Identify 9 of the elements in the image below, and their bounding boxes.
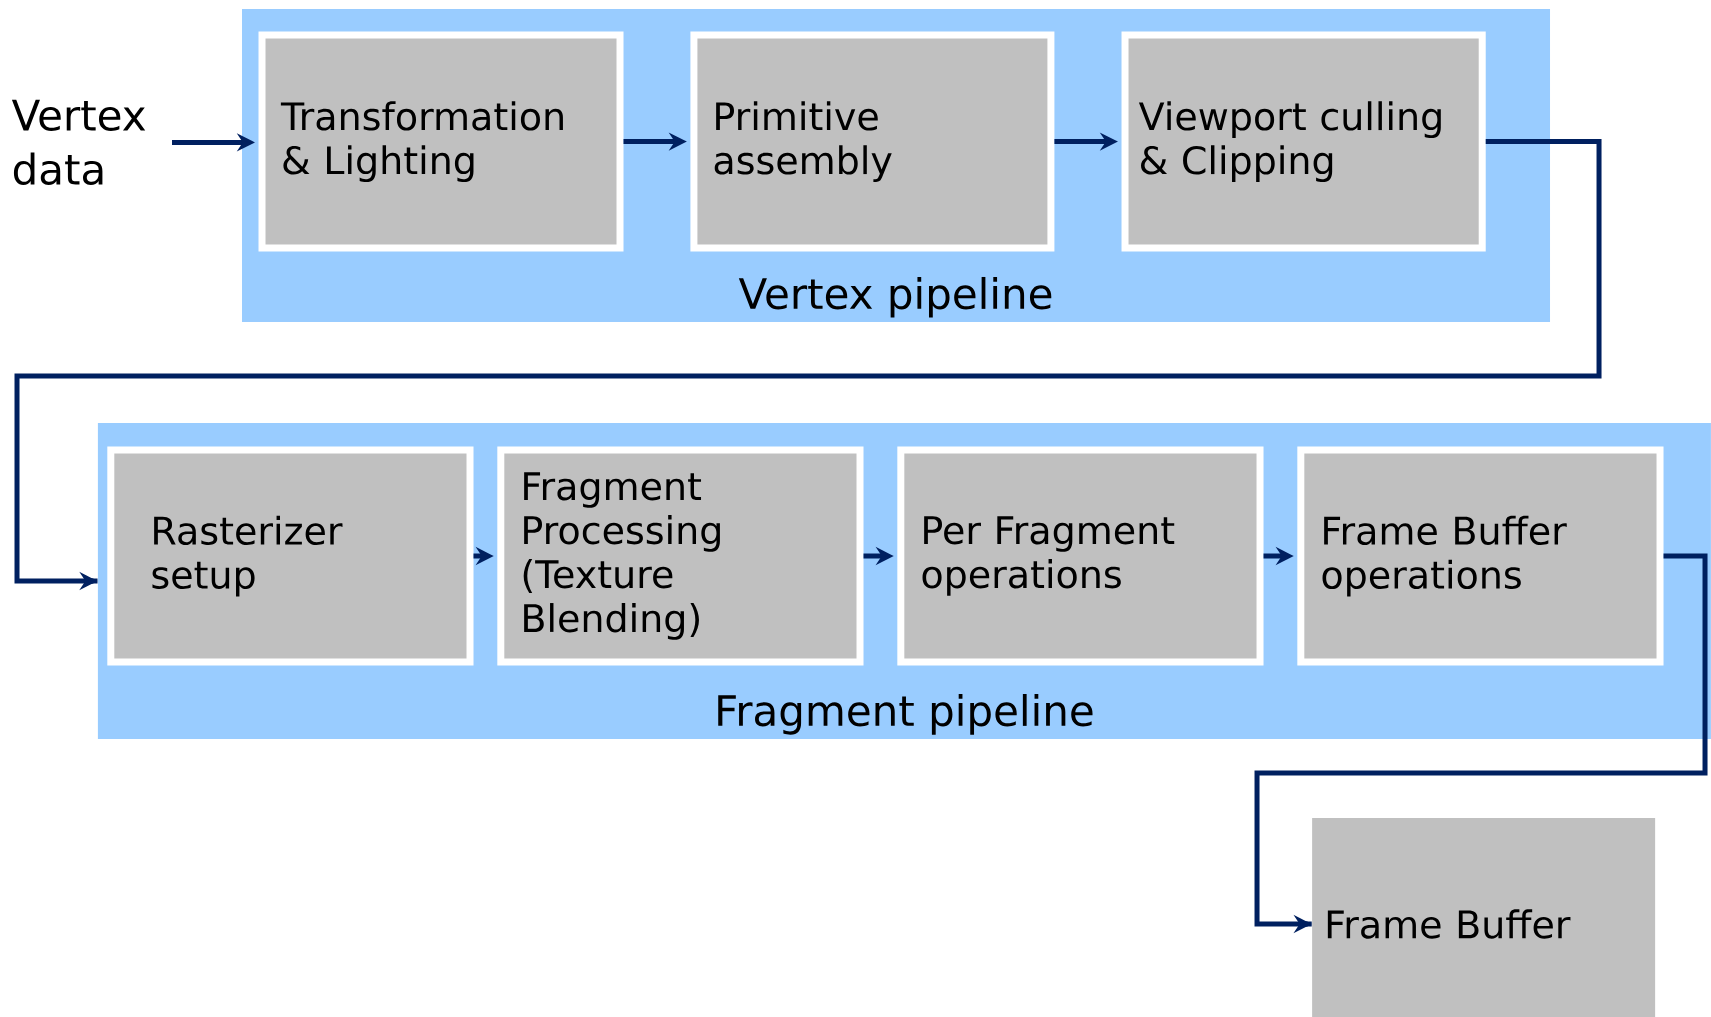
stage-box: Transformation & Lighting bbox=[258, 31, 624, 252]
stage-box: Viewport culling & Clipping bbox=[1121, 31, 1486, 252]
stage-box: Fragment Processing (Texture Blending) bbox=[497, 446, 864, 666]
output-box: Frame Buffer bbox=[1312, 818, 1656, 1017]
input-label: Vertex data bbox=[11, 99, 146, 185]
stage-box: Frame Buffer operations bbox=[1297, 446, 1664, 666]
stage-box: Rasterizer setup bbox=[107, 446, 474, 666]
stage-box: Primitive assembly bbox=[690, 31, 1055, 252]
stage-box: Per Fragment operations bbox=[897, 446, 1264, 666]
